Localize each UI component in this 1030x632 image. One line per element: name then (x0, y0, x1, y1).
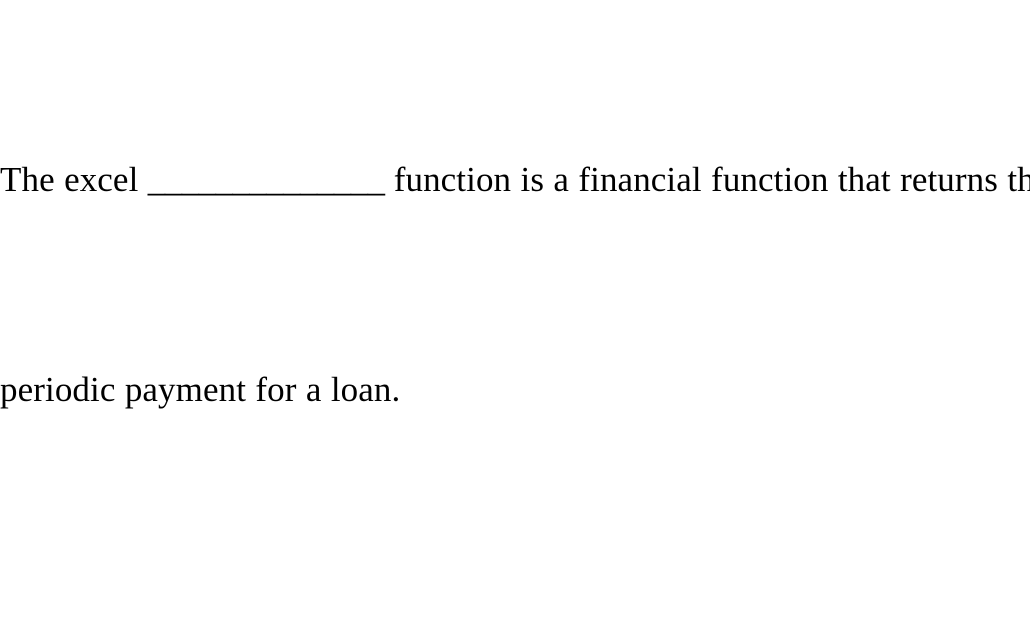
question-text-segment: The excel (0, 160, 148, 199)
question-line: The excel ______________ function is a f… (0, 145, 1030, 215)
question-text-segment: function is a financial function that re… (384, 160, 1030, 199)
answer-blank[interactable]: ______________ (147, 160, 385, 199)
question-text-segment: periodic payment for a loan. (0, 370, 401, 409)
question-line: periodic payment for a loan. (0, 355, 1030, 425)
question-block-pmt: The excel ______________ function is a f… (0, 5, 1030, 565)
